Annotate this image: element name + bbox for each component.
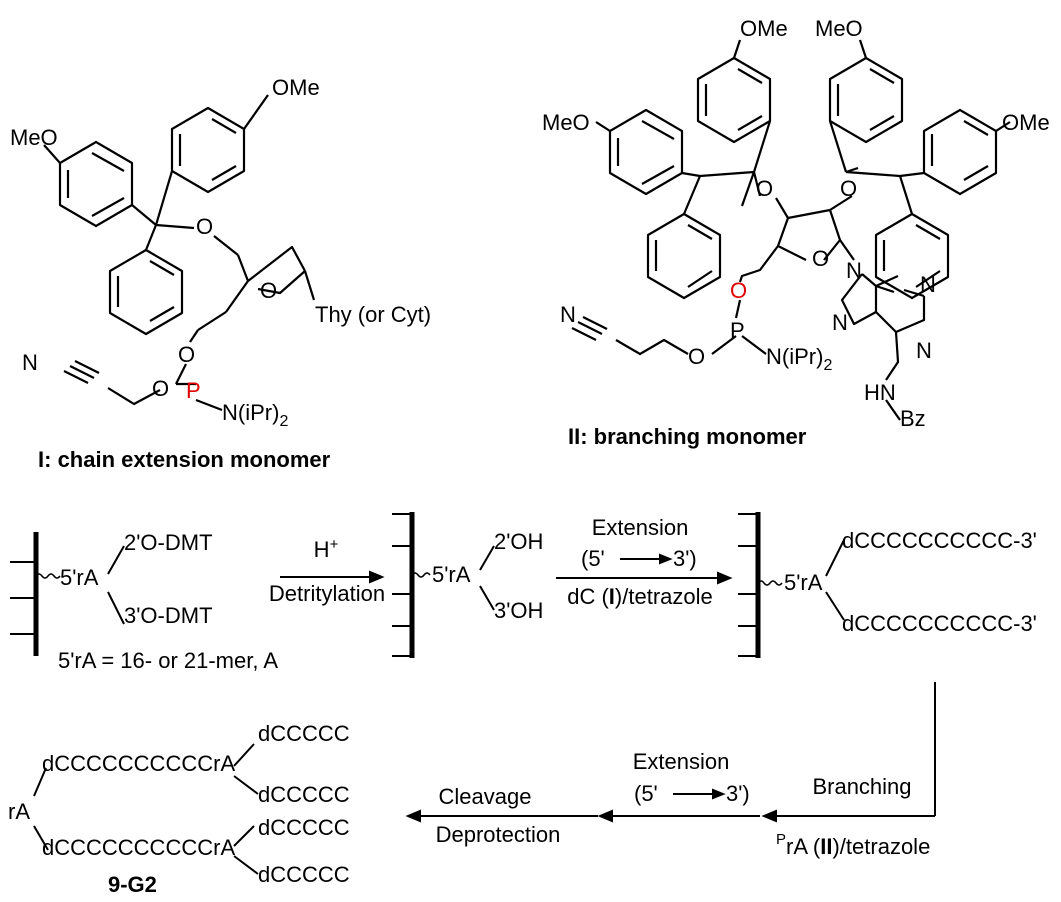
arrow-extension-1	[556, 553, 733, 585]
monomer-I-ring-phenyl	[108, 248, 184, 336]
solid-support-2	[392, 512, 495, 658]
step1-note: 5'rA = 16- or 21-mer, A	[58, 648, 278, 673]
arrow5-label: Cleavage	[439, 784, 532, 809]
arrow-extension-2	[597, 788, 760, 823]
arrow2-direction-open: (5'	[581, 546, 605, 571]
monomer-II-n3: N	[920, 272, 936, 297]
step1-bottom-group: 3'O-DMT	[124, 603, 213, 628]
monomer-II-n7: N	[832, 310, 848, 335]
solid-support-1	[10, 532, 125, 656]
monomer-II-ome-right: OMe	[1002, 110, 1050, 135]
monomer-II-meo-left: MeO	[542, 110, 590, 135]
product-lower-chain: dCCCCCCCCCCrA	[42, 835, 235, 860]
product-dendrimer-bonds	[33, 743, 259, 875]
monomer-I-o-link: O	[178, 342, 195, 367]
monomer-I-o-ester: O	[152, 376, 169, 401]
monomer-II-ring-top-right	[828, 56, 904, 144]
monomer-II-ring-left-phenyl	[646, 212, 722, 300]
monomer-II-ring-top-left	[696, 56, 772, 144]
monomer-I-ome-top: OMe	[272, 75, 320, 100]
monomer-II-o-red: O	[730, 278, 747, 303]
monomer-II-amine: N(iPr)2	[766, 344, 832, 374]
product-caption: 9-G2	[108, 872, 157, 897]
monomer-II-hn: HN	[864, 380, 896, 405]
monomer-II-n9: N	[846, 258, 862, 283]
monomer-II-structure	[571, 39, 1011, 421]
monomer-I-caption: I: chain extension monomer	[38, 447, 331, 472]
product-branch-4: dCCCCC	[258, 862, 350, 887]
monomer-I-amine: N(iPr)2	[222, 400, 288, 430]
monomer-I-phosphorus: P	[186, 378, 201, 403]
monomer-II-nitrile-n: N	[560, 302, 576, 327]
monomer-II-bz: Bz	[900, 406, 926, 431]
step2-bottom-group: 3'OH	[494, 598, 543, 623]
monomer-I-o-ring: O	[260, 278, 277, 303]
arrow5-label-bottom: Deprotection	[436, 822, 561, 847]
step1-rA: 5'rA	[60, 565, 99, 590]
arrow2-label: Extension	[592, 515, 689, 540]
monomer-I-meo-left: MeO	[10, 125, 58, 150]
product-upper-chain: dCCCCCCCCCCrA	[42, 751, 235, 776]
step3-bottom-chain: dCCCCCCCCCC-3'	[842, 611, 1037, 636]
arrow1-label: Detritylation	[269, 581, 385, 606]
arrow2-reagent: dC (I)/tetrazole	[567, 584, 713, 609]
monomer-I-nitrile-n: N	[22, 350, 38, 375]
monomer-II-o-trityl-right: O	[840, 176, 857, 201]
monomer-I-o-trityl: O	[196, 214, 213, 239]
arrow-cleavage	[405, 809, 598, 823]
monomer-II-n1: N	[916, 338, 932, 363]
monomer-II-o-trityl-left: O	[756, 176, 773, 201]
monomer-I-ring-upper	[170, 106, 246, 194]
monomer-I-base: Thy (or Cyt)	[315, 302, 431, 327]
arrow-branching	[761, 682, 936, 823]
step1-top-group: 2'O-DMT	[124, 530, 213, 555]
monomer-II-o-ester: O	[688, 344, 705, 369]
monomer-II-caption: II: branching monomer	[568, 424, 807, 449]
product-branch-1: dCCCCC	[258, 721, 350, 746]
monomer-II-ring-right-phenyl	[874, 212, 950, 300]
solid-support-3	[738, 512, 845, 658]
product-branch-3: dCCCCC	[258, 815, 350, 840]
step2-rA: 5'rA	[432, 562, 471, 587]
monomer-II-meo-top-right: MeO	[815, 16, 863, 41]
step3-top-chain: dCCCCCCCCCC-3'	[842, 528, 1037, 553]
arrow3-label: Branching	[812, 774, 911, 799]
arrow4-direction-close: 3')	[726, 781, 750, 806]
arrow4-direction-open: (5'	[634, 781, 658, 806]
arrow-detritylation	[280, 570, 385, 584]
step3-rA: 5'rA	[784, 570, 823, 595]
product-branch-2: dCCCCC	[258, 782, 350, 807]
arrow4-label: Extension	[633, 749, 730, 774]
arrow1-reagent: H+	[314, 536, 339, 562]
monomer-I-structure	[43, 94, 316, 412]
arrow2-direction-close: 3')	[673, 546, 697, 571]
monomer-II-o-ring: O	[812, 246, 829, 271]
step2-top-group: 2'OH	[494, 529, 543, 554]
monomer-II-ring-right	[922, 108, 998, 196]
arrow3-reagent: PrA (II)/tetrazole	[776, 831, 930, 859]
monomer-II-ome-top-left: OMe	[740, 16, 788, 41]
product-core-rA: rA	[8, 799, 30, 824]
monomer-II-phosphorus: P	[730, 318, 745, 343]
